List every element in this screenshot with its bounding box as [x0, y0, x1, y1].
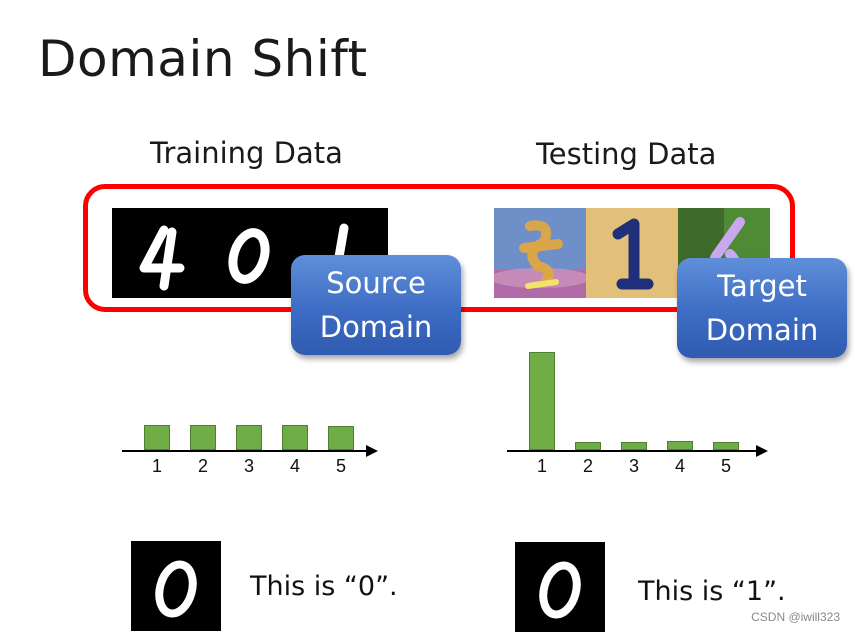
tick-label-1: 1 — [536, 456, 547, 476]
testing-data-label: Testing Data — [536, 137, 717, 171]
tick-label-2: 2 — [582, 456, 593, 476]
source-domain-badge: Source Domain — [291, 255, 461, 355]
x-axis-line — [507, 450, 758, 452]
source-example-image — [131, 541, 221, 631]
tick-label-2: 2 — [197, 456, 208, 476]
tick-label-3: 3 — [628, 456, 639, 476]
bar-2 — [190, 425, 216, 450]
target-domain-badge-line1: Target — [717, 269, 807, 303]
bar-1 — [529, 352, 555, 450]
bar-1 — [144, 425, 170, 450]
bar-2 — [575, 442, 601, 450]
source-domain-badge-line2: Domain — [319, 310, 433, 344]
slide-title: Domain Shift — [38, 30, 368, 88]
bar-4 — [282, 425, 308, 450]
watermark: CSDN @iwill323 — [751, 610, 840, 624]
target-example-caption: This is “1”. — [638, 576, 786, 607]
source-example-caption: This is “0”. — [250, 571, 398, 602]
tick-label-4: 4 — [674, 456, 685, 476]
target-distribution-chart: 1 2 3 4 5 — [505, 340, 770, 480]
tick-label-5: 5 — [335, 456, 346, 476]
tick-label-1: 1 — [151, 456, 162, 476]
zero-digit-graphic — [155, 560, 197, 618]
x-axis-arrow-icon — [756, 445, 768, 457]
source-domain-badge-line1: Source — [326, 266, 426, 300]
x-axis-line — [122, 450, 368, 452]
bar-5 — [713, 442, 739, 450]
target-domain-badge-line2: Domain — [705, 313, 819, 347]
source-distribution-chart: 1 2 3 4 5 — [120, 340, 380, 480]
zero-digit-graphic — [539, 561, 581, 619]
bar-3 — [621, 442, 647, 450]
x-axis-arrow-icon — [366, 445, 378, 457]
tick-label-3: 3 — [243, 456, 254, 476]
training-data-label: Training Data — [150, 136, 343, 170]
bar-5 — [328, 426, 354, 450]
bar-4 — [667, 441, 693, 450]
bar-3 — [236, 425, 262, 450]
tick-label-5: 5 — [720, 456, 731, 476]
target-example-image — [515, 542, 605, 632]
target-domain-badge: Target Domain — [677, 258, 847, 358]
tick-label-4: 4 — [289, 456, 300, 476]
